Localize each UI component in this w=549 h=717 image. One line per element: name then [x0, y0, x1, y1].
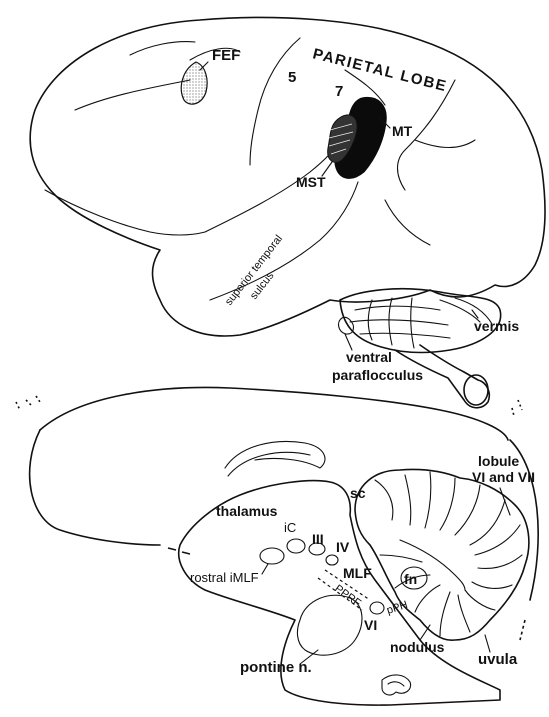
mt-label: MT — [392, 123, 413, 139]
pph-label: pPH — [385, 599, 409, 617]
fn-label: fn — [404, 571, 417, 587]
nodulus-label: nodulus — [390, 639, 445, 655]
n-iv-nucleus — [326, 555, 338, 565]
n-vi-label: VI — [364, 617, 377, 633]
inferior-occipital-sulcus — [385, 200, 430, 245]
ventral-paraflocculus-label-2: paraflocculus — [332, 367, 423, 383]
rostral-imlf-nucleus — [260, 548, 284, 564]
pontine-label: pontine n. — [240, 659, 312, 676]
fef-label: FEF — [212, 47, 240, 64]
lateral-view: FEF 5 7 PARIETAL LOBE MT MST superior te… — [30, 17, 545, 407]
rostral-imlf-label: rostral iMLF — [190, 570, 259, 585]
area-5-label: 5 — [288, 69, 296, 86]
superior-frontal-contour — [130, 42, 195, 55]
pprf-label: PPRF — [332, 583, 363, 610]
sc-label: sc — [350, 485, 366, 501]
mst-label: MST — [296, 174, 326, 190]
sagittal-view: lobule VI and VII sc thalamus iC III IV … — [16, 387, 538, 705]
lobule-label-1: lobule — [478, 453, 519, 469]
frontal-base-contour — [45, 190, 205, 235]
uvula-label: uvula — [478, 651, 518, 668]
ventral-paraflocculus-label-1: ventral — [346, 349, 392, 365]
occipital-sulcus — [415, 140, 475, 148]
ic-nucleus — [287, 539, 305, 553]
inferior-olive — [382, 675, 411, 695]
n-iv-label: IV — [336, 539, 350, 555]
parietal-lobe-label: PARIETAL LOBE — [311, 45, 449, 95]
area-7-label: 7 — [335, 83, 343, 100]
n-iii-label: III — [312, 531, 324, 547]
principal-sulcus — [75, 80, 190, 110]
fef-region — [181, 62, 207, 104]
mlf-label: MLF — [343, 565, 372, 581]
ic-label: iC — [284, 520, 296, 535]
n-vi-nucleus — [370, 602, 384, 614]
thalamus-label: thalamus — [216, 503, 278, 519]
sagittal-hemisphere-arc — [40, 387, 508, 440]
vermis-label: vermis — [474, 318, 519, 334]
central-sulcus — [250, 38, 300, 165]
lateral-brain-outline — [30, 17, 545, 335]
paraflocculus-shape — [339, 317, 354, 334]
lobule-label-2: VI and VII — [472, 469, 535, 485]
